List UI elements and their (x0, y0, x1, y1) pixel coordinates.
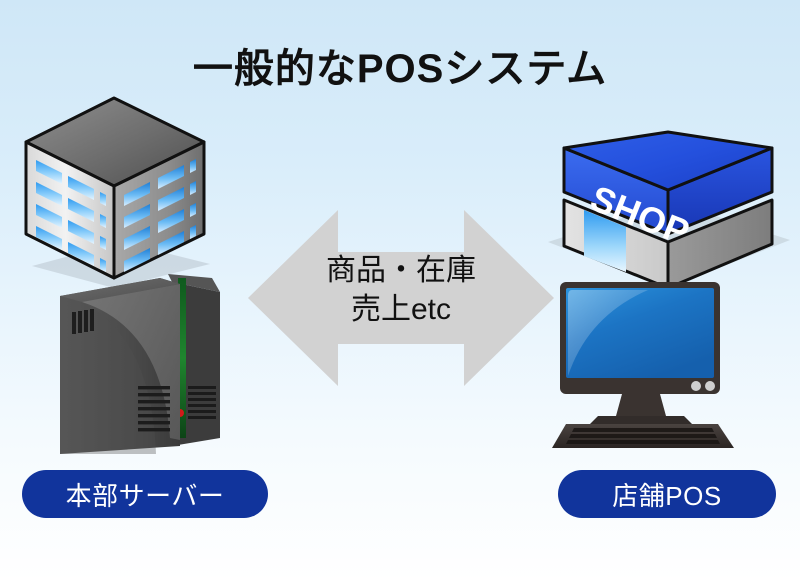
server-tower-icon (52, 268, 227, 458)
page-title: 一般的なPOSシステム (192, 47, 608, 91)
headquarters-label: 本部サーバー (65, 480, 225, 511)
office-building-icon (14, 88, 224, 288)
shop-building-icon: SHOP (540, 130, 796, 295)
arrow-label-line2: 売上etc (350, 293, 452, 326)
pos-terminal-icon (548, 276, 748, 451)
store-label-pill: 店舗POS (558, 470, 776, 518)
headquarters-label-pill: 本部サーバー (22, 470, 268, 518)
bidirectional-flow-arrow: 商品・在庫 売上etc (246, 208, 556, 388)
store-label: 店舗POS (612, 480, 722, 511)
arrow-label: 商品・在庫 売上etc (246, 251, 556, 329)
arrow-label-line1: 商品・在庫 (326, 254, 476, 287)
